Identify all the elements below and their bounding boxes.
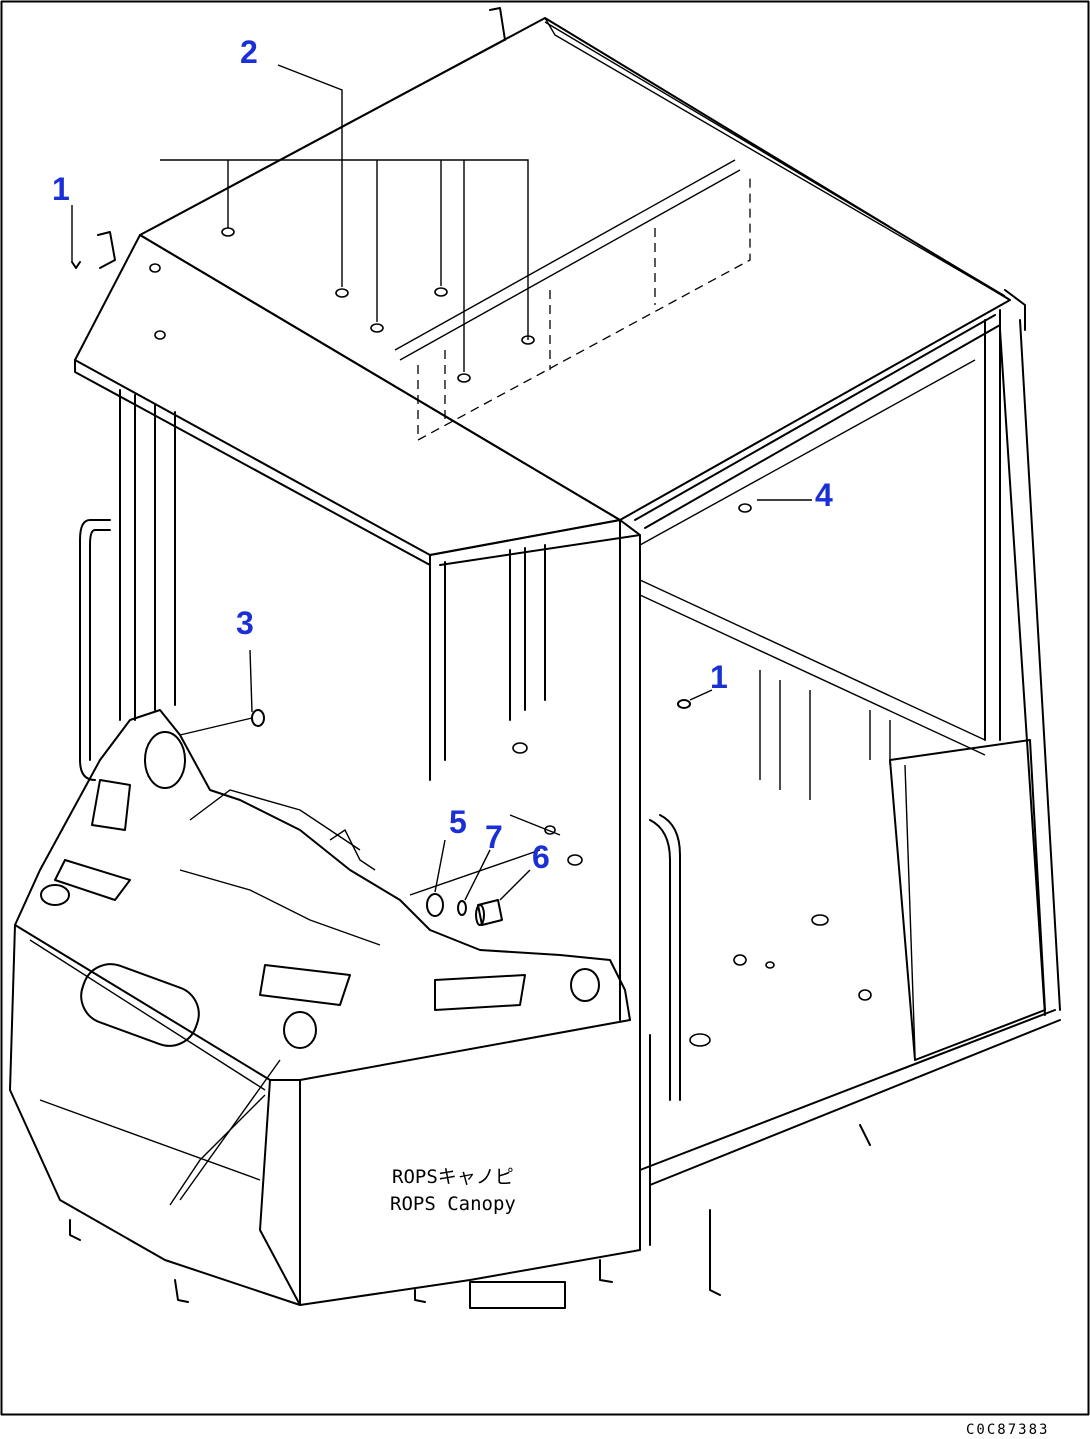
roof-bolt-hole <box>149 263 161 273</box>
console-body <box>9 709 641 1309</box>
roof-bolt-hole <box>738 503 752 513</box>
roof-panel <box>74 7 1026 566</box>
callout-7: 7 <box>485 819 503 855</box>
part-1-bolt <box>677 699 691 709</box>
callout-2: 2 <box>240 34 258 70</box>
canopy-label-japanese: ROPSキャノピ <box>392 1166 514 1188</box>
callout-1-right: 1 <box>710 659 728 695</box>
fastener-parts <box>71 261 691 926</box>
roof-bolt-hole <box>154 330 166 340</box>
roof-bolt-hole <box>370 323 384 333</box>
roof-bolt-hole <box>221 227 235 237</box>
canopy-label-english: ROPS Canopy <box>390 1193 516 1215</box>
roof-bolt-hole <box>434 287 448 297</box>
roof-bolt-hole <box>457 373 471 383</box>
callout-6: 6 <box>532 839 550 875</box>
callout-4: 4 <box>815 477 833 513</box>
cab-frame <box>79 309 1061 1296</box>
drawing-code: C0C87383 <box>966 1422 1049 1438</box>
canopy-label: ROPSキャノピ ROPS Canopy <box>390 1166 516 1215</box>
roof-bolt-hole <box>335 288 349 298</box>
callout-1-top: 1 <box>52 171 70 207</box>
callout-3: 3 <box>236 605 254 641</box>
callouts: 1 2 3 4 1 5 7 6 <box>52 34 833 875</box>
callout-5: 5 <box>449 804 467 840</box>
leader-lines <box>71 64 812 1201</box>
part-3-nut <box>251 709 265 727</box>
part-1-bolt-top <box>71 261 81 269</box>
